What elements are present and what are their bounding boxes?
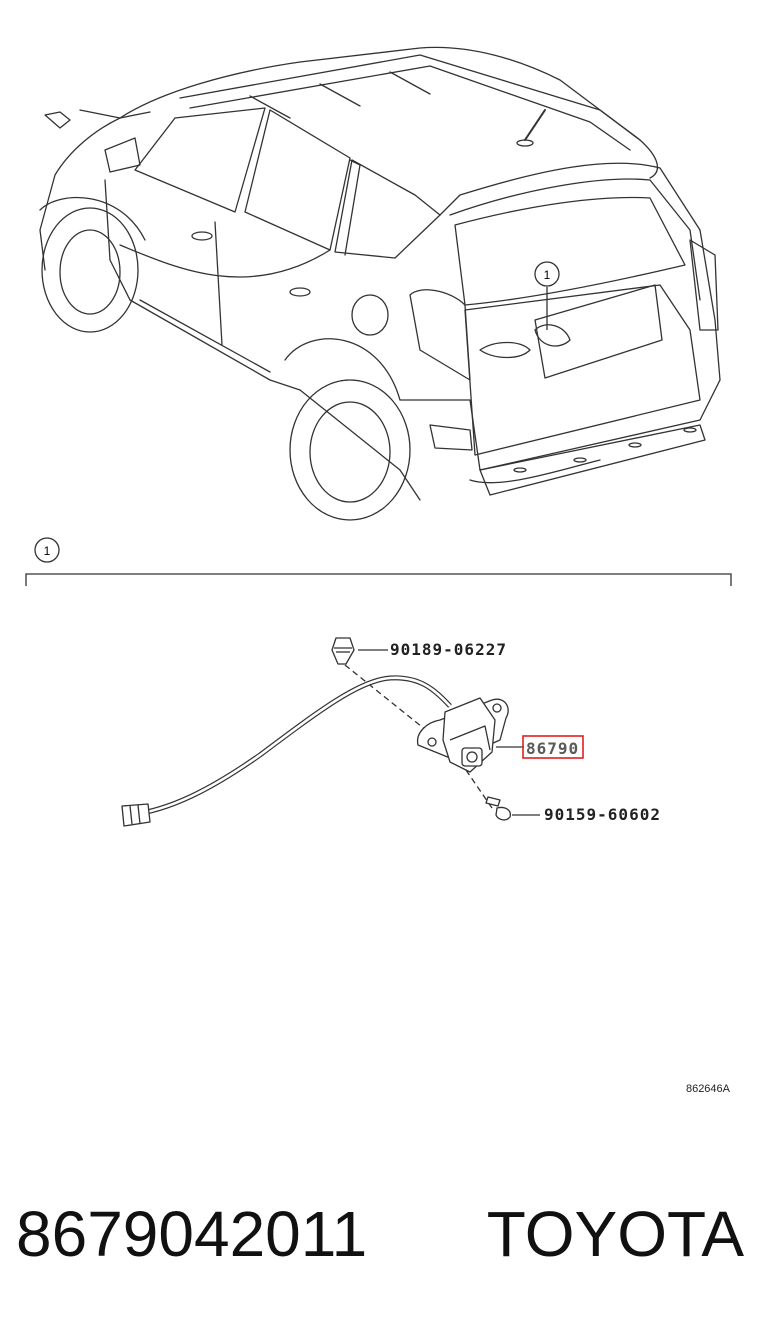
section-bracket <box>25 573 732 586</box>
part-label-camera[interactable]: 86790 <box>526 739 579 758</box>
footer-part-number: 8679042011 <box>16 1198 367 1270</box>
footer-brand: TOYOTA <box>487 1198 745 1270</box>
diagram-code: 862646A <box>686 1083 731 1095</box>
callout-vehicle[interactable]: 1 <box>534 261 560 330</box>
screw-part <box>485 796 511 821</box>
section-1-header: 1 <box>25 537 732 586</box>
callout-number: 1 <box>544 268 551 282</box>
part-highlight-box <box>522 735 584 759</box>
section-callout-number: 1 <box>44 544 51 558</box>
camera-assembly <box>121 637 540 827</box>
clip-part <box>331 637 355 665</box>
section-callout-circle <box>34 537 60 563</box>
part-label-clip[interactable]: 90189-06227 <box>390 640 507 659</box>
part-label-screw[interactable]: 90159-60602 <box>544 805 661 824</box>
callout-circle <box>534 261 560 287</box>
vehicle-illustration <box>39 46 721 521</box>
